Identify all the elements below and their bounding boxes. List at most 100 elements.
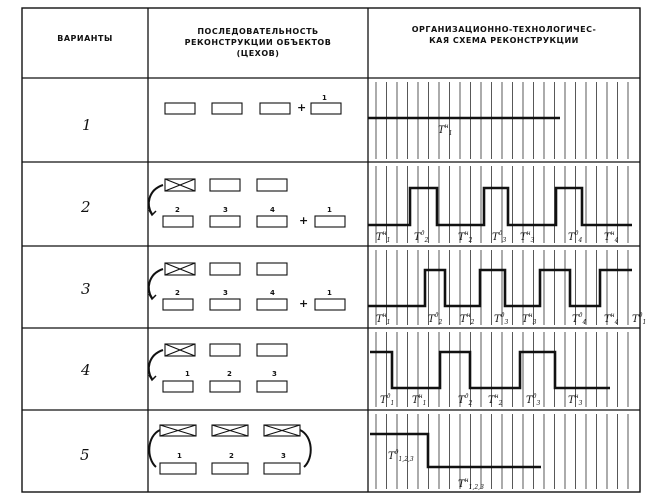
duration-label-base: T xyxy=(460,314,467,325)
workshop-number: 2 xyxy=(175,289,180,297)
duration-label: Tн4 xyxy=(604,229,618,246)
workshop-number: 1 xyxy=(185,370,190,378)
workshop-number: 1 xyxy=(177,452,182,460)
duration-label-sup: д xyxy=(574,230,579,237)
workshop-number: 3 xyxy=(223,206,228,214)
duration-label-sub: 2 xyxy=(424,237,429,244)
variant-2-sequence xyxy=(147,178,346,228)
timeline-steps xyxy=(368,116,632,469)
variant-number: 3 xyxy=(81,280,91,298)
workshop-number: 3 xyxy=(223,289,228,297)
timeline-step-line xyxy=(368,268,632,308)
workshop-box xyxy=(259,102,291,115)
header-sequence-line1: ПОСЛЕДОВАТЕЛЬНОСТЬ xyxy=(197,27,319,36)
duration-label-sup: д xyxy=(638,312,643,319)
workshop-box xyxy=(314,298,346,311)
variant-5-sequence xyxy=(148,424,312,475)
workshop-box xyxy=(211,462,249,475)
duration-label-sub: 1,2,3 xyxy=(468,484,484,491)
workshop-box xyxy=(164,102,196,115)
duration-label-sup: н xyxy=(574,393,579,400)
header-sequence-line3: (ЦЕХОВ) xyxy=(236,49,280,58)
duration-label-base: T xyxy=(526,395,533,406)
workshop-number: 1 xyxy=(327,289,332,297)
duration-label: Tн2 xyxy=(458,229,472,246)
header-scheme: ОРГАНИЗАЦИОННО-ТЕХНОЛОГИЧЕС- КАЯ СХЕМА Р… xyxy=(368,24,640,46)
duration-label: Tн3 xyxy=(520,229,534,246)
plus-sign: + xyxy=(299,297,309,310)
workshop-box xyxy=(211,102,243,115)
workshop-box xyxy=(209,343,241,357)
duration-label: Tд2 xyxy=(428,311,442,328)
transfer-arrow-right xyxy=(299,429,312,468)
workshop-box xyxy=(162,298,194,311)
timeline-step-line xyxy=(368,186,632,227)
duration-label-base: T xyxy=(438,125,445,136)
duration-label-sub: 2 xyxy=(470,319,475,326)
plus-sign: + xyxy=(297,101,307,114)
workshop-number: 3 xyxy=(272,370,277,378)
workshop-number: 2 xyxy=(229,452,234,460)
duration-label-sup: д xyxy=(434,312,439,319)
duration-label: Tн2 xyxy=(460,311,474,328)
transfer-arrow xyxy=(147,268,164,299)
duration-label-sup: д xyxy=(464,393,469,400)
duration-label-sub: 3 xyxy=(536,400,541,407)
duration-label-base: T xyxy=(604,232,611,243)
workshop-box xyxy=(314,215,346,228)
duration-label: Tд4 xyxy=(568,229,582,246)
duration-label-sub: 1 xyxy=(386,237,391,244)
workshop-box xyxy=(209,298,241,311)
duration-label-base: T xyxy=(412,395,419,406)
workshop-box xyxy=(256,298,288,311)
workshop-box xyxy=(209,178,241,192)
duration-label-base: T xyxy=(458,232,465,243)
duration-label: Tд3 xyxy=(526,392,540,409)
workshop-box xyxy=(256,262,288,276)
duration-label: Tн3 xyxy=(522,311,536,328)
duration-label-sub: 2 xyxy=(438,319,443,326)
duration-label: Tн1 xyxy=(376,229,390,246)
workshop-box xyxy=(209,380,241,393)
variant-number: 1 xyxy=(82,116,92,134)
duration-label: Tн3 xyxy=(568,392,582,409)
duration-label: Tд4 xyxy=(572,311,586,328)
duration-label-base: T xyxy=(458,395,465,406)
variant-number: 2 xyxy=(81,198,91,216)
transfer-arrow-left xyxy=(148,429,161,468)
workshop-box xyxy=(209,215,241,228)
duration-label: Tд1,2,3 xyxy=(388,448,414,465)
duration-label-base: T xyxy=(568,232,575,243)
duration-label-base: T xyxy=(568,395,575,406)
header-scheme-line1: ОРГАНИЗАЦИОННО-ТЕХНОЛОГИЧЕС- xyxy=(411,25,597,34)
duration-label-base: T xyxy=(458,479,465,490)
duration-label: Tн2 xyxy=(488,392,502,409)
workshop-box xyxy=(256,178,288,192)
workshop-number: 4 xyxy=(270,206,275,214)
header-variants: ВАРИАНТЫ xyxy=(57,34,113,43)
variant-1-sequence xyxy=(164,102,342,115)
plus-sign: + xyxy=(299,214,309,227)
duration-label: Tн1 xyxy=(376,311,390,328)
duration-label: Tн1,2,3 xyxy=(458,476,484,493)
transfer-arrow xyxy=(147,349,164,380)
duration-label-base: T xyxy=(604,314,611,325)
duration-label: Tд1 xyxy=(380,392,394,409)
duration-label-sup: н xyxy=(418,393,423,400)
duration-label-base: T xyxy=(488,395,495,406)
duration-label-base: T xyxy=(428,314,435,325)
duration-label-sub: 3 xyxy=(532,319,537,326)
duration-label-sub: 1 xyxy=(390,400,395,407)
duration-label-sup: д xyxy=(578,312,583,319)
duration-label-sub: 4 xyxy=(614,237,619,244)
duration-label-sub: 3 xyxy=(578,400,583,407)
duration-label-sub: 3 xyxy=(530,237,535,244)
duration-label-sub: 1 xyxy=(448,130,453,137)
duration-label-base: T xyxy=(492,232,499,243)
header-sequence: ПОСЛЕДОВАТЕЛЬНОСТЬ РЕКОНСТРУКЦИИ ОБЪЕКТО… xyxy=(148,26,368,59)
duration-label-sup: н xyxy=(382,230,387,237)
workshop-box xyxy=(256,380,288,393)
transfer-arrow xyxy=(147,184,164,215)
variant-number: 5 xyxy=(80,446,90,464)
duration-label-sub: 1,2,3 xyxy=(398,456,414,463)
